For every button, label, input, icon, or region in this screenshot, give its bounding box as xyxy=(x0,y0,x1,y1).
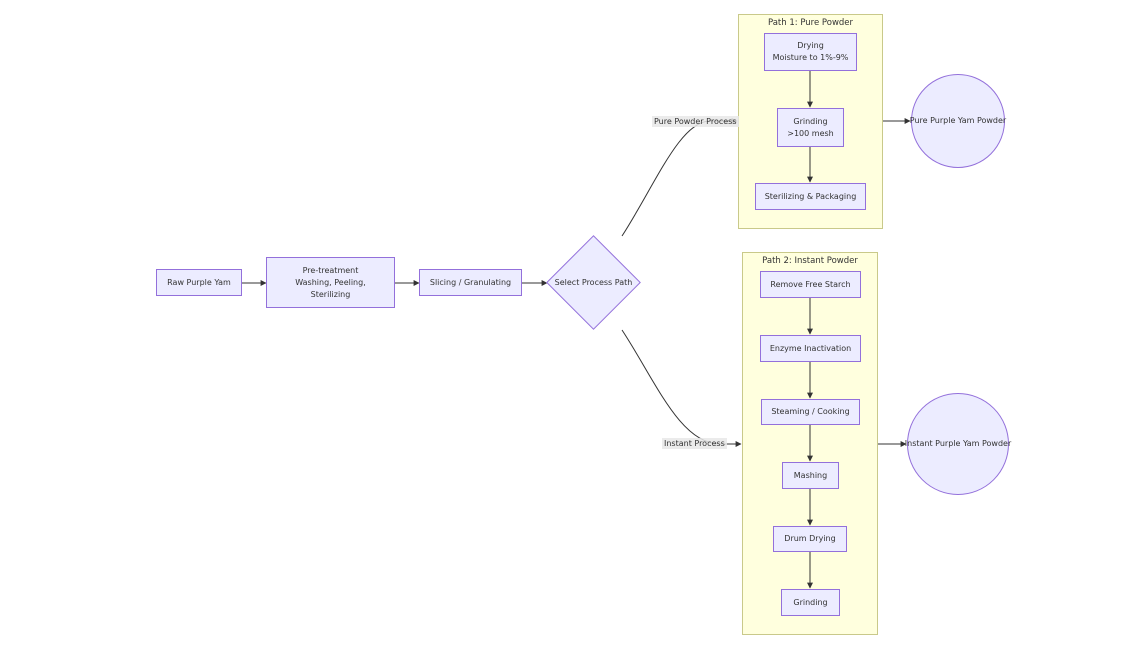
node-pure-purple-yam-powder: Pure Purple Yam Powder xyxy=(910,74,1006,168)
decision-label: Select Process Path xyxy=(554,278,633,287)
grinding-mesh-line-2: >100 mesh xyxy=(787,128,834,138)
cluster-path2-title: Path 2: Instant Powder xyxy=(762,256,858,266)
node-remove-free-starch: Remove Free Starch xyxy=(760,271,861,298)
node-raw-purple-yam: Raw Purple Yam xyxy=(156,269,242,296)
edge-label-pure: Pure Powder Process xyxy=(652,116,739,127)
cluster-path1-title: Path 1: Pure Powder xyxy=(767,18,854,28)
node-mashing: Mashing xyxy=(782,462,839,489)
node-grinding: Grinding xyxy=(781,589,840,616)
edge-select-instant xyxy=(621,329,742,447)
pretreatment-line-1: Pre-treatment xyxy=(302,265,359,275)
drying-line-1: Drying xyxy=(797,41,824,50)
node-steaming-cooking: Steaming / Cooking xyxy=(761,399,860,425)
edge-label-instant: Instant Process xyxy=(662,438,727,449)
pretreatment-line-3: Sterilizing xyxy=(310,289,351,299)
node-grinding-mesh: Grinding >100 mesh xyxy=(777,108,844,147)
drying-line-2: Moisture to 1%-9% xyxy=(772,53,849,62)
grinding-mesh-line-1: Grinding xyxy=(793,116,828,126)
node-drum-drying: Drum Drying xyxy=(773,526,847,552)
node-enzyme-inactivation: Enzyme Inactivation xyxy=(760,335,861,362)
pretreatment-line-2: Washing, Peeling, xyxy=(295,277,366,287)
node-drying: Drying Moisture to 1%-9% xyxy=(764,33,857,71)
node-instant-purple-yam-powder: Instant Purple Yam Powder xyxy=(905,393,1011,495)
node-select-process-path: Select Process Path xyxy=(546,235,641,330)
node-slicing: Slicing / Granulating xyxy=(419,269,522,296)
edge-select-pure xyxy=(621,118,738,237)
node-pretreatment: Pre-treatment Washing, Peeling, Steriliz… xyxy=(266,257,395,308)
node-sterilizing-packaging: Sterilizing & Packaging xyxy=(755,183,866,210)
